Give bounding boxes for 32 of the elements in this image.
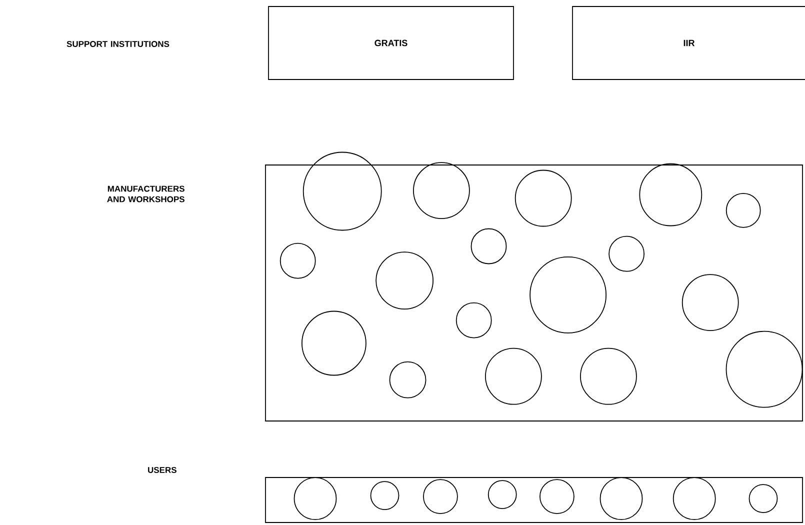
circle [280,242,316,279]
circle [470,228,507,264]
circle [370,481,400,510]
row-label: SUPPORT INSTITUTIONS [66,41,170,47]
circle [726,193,761,228]
circle [488,480,517,509]
group-box [265,164,803,422]
row-label: MANUFACTURERS AND WORKSHOPS [107,186,184,202]
circle [600,477,643,520]
circle [485,348,542,405]
circle [748,484,778,513]
circle [294,477,337,520]
circle [302,310,366,376]
circle [639,163,702,226]
institution-box: IIR [572,6,805,80]
circle [580,348,637,405]
circle [302,152,382,231]
circle [608,236,644,272]
circle [672,477,716,520]
circle [389,361,426,398]
circle [413,162,470,219]
group-box [265,477,803,523]
circle [682,274,739,331]
institution-box: GRATIS [268,6,514,80]
circle [423,479,458,514]
circle [514,170,572,227]
circle [376,252,434,310]
circle [540,479,574,514]
circle [726,330,803,408]
row-label: USERS [148,467,176,473]
circle [530,256,606,334]
circle [456,302,492,338]
